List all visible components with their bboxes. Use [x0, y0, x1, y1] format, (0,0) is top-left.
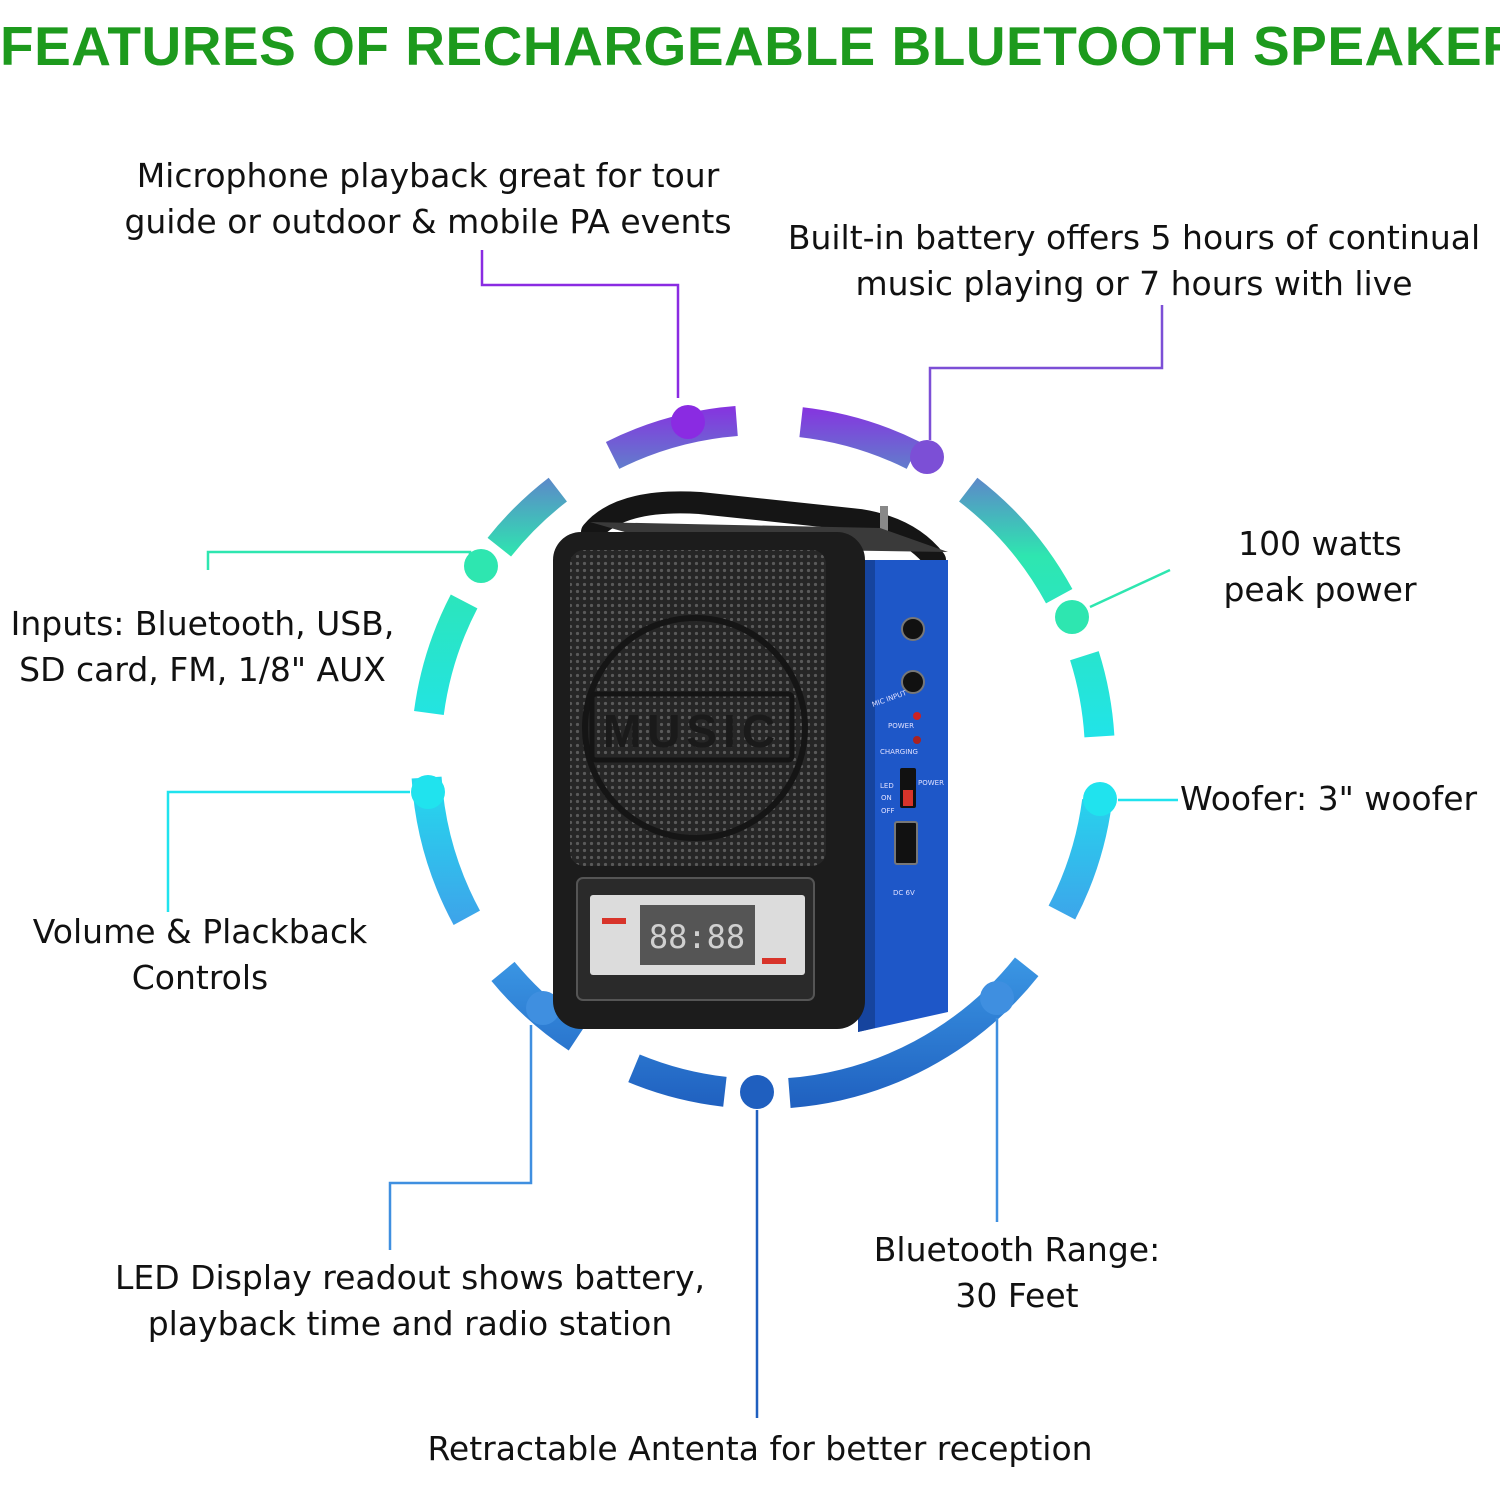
feature-antenna: Retractable Antenta for better reception	[360, 1426, 1160, 1472]
feature-controls-line-1: Volume & Plackback	[32, 912, 368, 951]
power-switch-knob	[903, 790, 913, 806]
dot-range	[980, 981, 1014, 1015]
ring-segment	[628, 1054, 727, 1107]
feature-battery-line-2: music playing or 7 hours with live	[855, 264, 1413, 303]
panel-label-switch-power: POWER	[918, 779, 944, 787]
panel-label-off: OFF	[881, 807, 895, 815]
ring-segment	[414, 594, 478, 716]
feature-display-line-2: playback time and radio station	[147, 1304, 673, 1343]
dot-battery	[910, 440, 944, 474]
dot-power	[1055, 600, 1089, 634]
ring-segment	[487, 477, 568, 557]
ring-segment	[605, 406, 738, 469]
display-red-bar-left	[602, 918, 626, 924]
feature-antenna-line-1: Retractable Antenta for better reception	[427, 1429, 1093, 1468]
ring-dots	[411, 405, 1117, 1109]
dot-antenna	[740, 1075, 774, 1109]
feature-range-line-2: 30 Feet	[955, 1276, 1079, 1315]
dot-controls	[411, 775, 445, 809]
connector-display	[388, 1025, 533, 1250]
connector-inputs	[206, 550, 472, 570]
feature-battery-line-1: Built-in battery offers 5 hours of conti…	[787, 218, 1481, 257]
charging-led-icon	[913, 736, 921, 744]
panel-label-charging: CHARGING	[880, 748, 918, 756]
feature-power-line-2: peak power	[1223, 570, 1417, 609]
dot-display	[526, 991, 560, 1025]
feature-display: LED Display readout shows battery, playb…	[80, 1255, 740, 1347]
connector-battery	[928, 305, 1164, 440]
panel-label-led: LED	[880, 782, 894, 790]
ring-segment	[1070, 651, 1115, 738]
display-digits: 88:88	[649, 918, 745, 956]
feature-battery: Built-in battery offers 5 hours of conti…	[768, 215, 1500, 307]
feature-power: 100 watts peak power	[1195, 521, 1445, 613]
connector-controls	[166, 790, 410, 912]
connector-microphone	[480, 250, 680, 398]
dc-input-jack-icon	[894, 821, 918, 865]
dot-woofer	[1083, 782, 1117, 816]
speaker-illustration: MIC INPUT POWER CHARGING LED ON OFF POWE…	[553, 491, 948, 1032]
feature-inputs-line-1: Inputs: Bluetooth, USB,	[10, 604, 395, 643]
feature-controls: Volume & Plackback Controls	[0, 909, 400, 1001]
panel-label-power: POWER	[888, 722, 914, 730]
speaker-grille-text: MUSIC	[603, 705, 781, 757]
feature-woofer: Woofer: 3" woofer	[1180, 776, 1500, 822]
dot-microphone	[671, 405, 705, 439]
feature-woofer-line-1: Woofer: 3" woofer	[1180, 779, 1478, 818]
connector-lines	[166, 250, 1178, 1418]
speaker-cone	[582, 615, 808, 841]
panel-label-dc: DC 6V	[893, 889, 915, 897]
feature-microphone: Microphone playback great for tour guide…	[98, 153, 758, 245]
display-screen	[640, 905, 755, 965]
panel-label-on: ON	[881, 794, 892, 802]
speaker-antenna	[880, 506, 888, 536]
feature-display-line-1: LED Display readout shows battery,	[114, 1258, 706, 1297]
dot-inputs	[464, 549, 498, 583]
display-red-bar-right	[762, 958, 786, 964]
power-led-icon	[913, 712, 921, 720]
feature-ring	[411, 406, 1115, 1108]
ring-segment	[799, 407, 921, 469]
ring-segment	[1048, 798, 1112, 920]
speaker-badge	[589, 691, 795, 763]
ring-segment	[958, 477, 1073, 604]
page-title: FEATURES OF RECHARGEABLE BLUETOOTH SPEAK…	[0, 15, 1500, 77]
feature-microphone-line-1: Microphone playback great for tour	[136, 156, 720, 195]
mic-input-jack-icon	[901, 670, 925, 694]
feature-microphone-line-2: guide or outdoor & mobile PA events	[124, 202, 732, 241]
feature-inputs-line-2: SD card, FM, 1/8" AUX	[19, 650, 386, 689]
connector-power	[1089, 568, 1171, 609]
feature-range: Bluetooth Range: 30 Feet	[858, 1227, 1176, 1319]
headphone-jack-icon	[901, 617, 925, 641]
feature-range-line-1: Bluetooth Range:	[873, 1230, 1161, 1269]
feature-controls-line-2: Controls	[131, 958, 269, 997]
feature-power-line-1: 100 watts	[1238, 524, 1402, 563]
feature-inputs: Inputs: Bluetooth, USB, SD card, FM, 1/8…	[0, 601, 405, 693]
